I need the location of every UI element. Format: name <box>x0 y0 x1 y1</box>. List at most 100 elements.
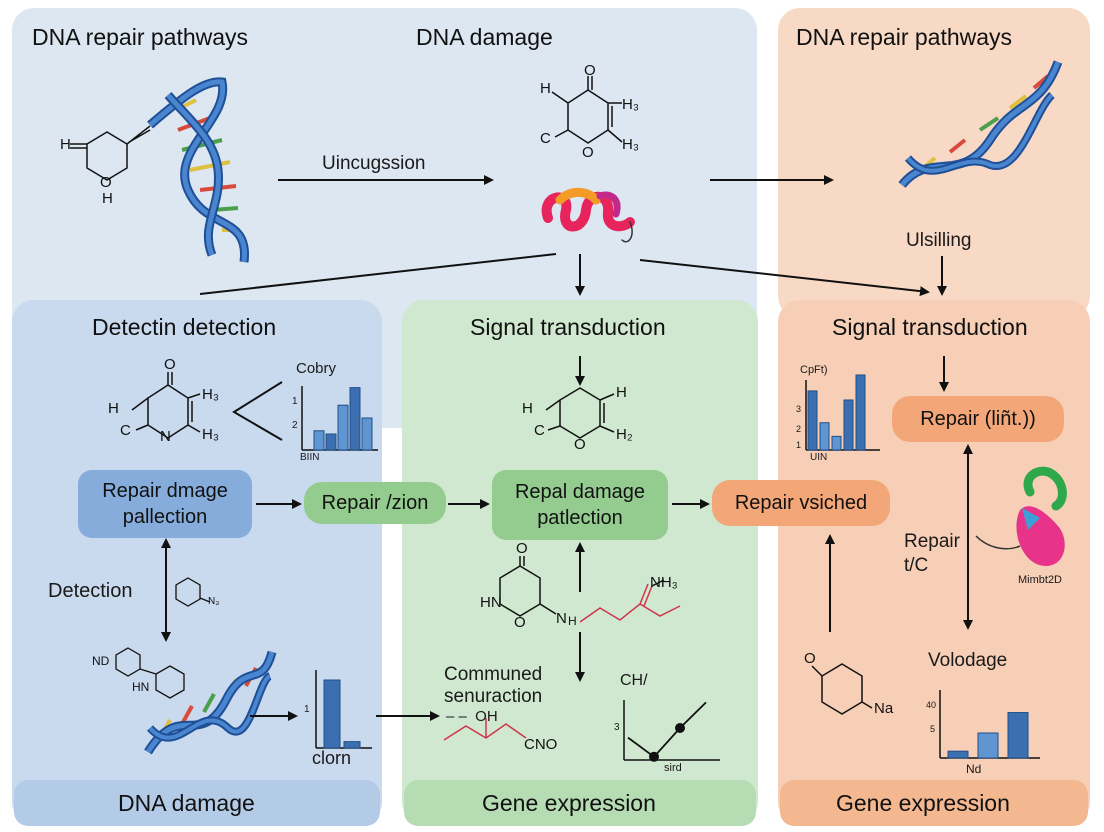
repair-damage-box[interactable]: Repair dmage pallection <box>78 470 252 538</box>
repair-zion-box[interactable]: Repair /zion <box>304 482 446 524</box>
mol5-hn: HN <box>480 594 502 611</box>
dna-helix-icon <box>147 77 249 263</box>
chart3-xlabel: UIN <box>810 452 828 463</box>
mol3-n: N <box>160 428 171 445</box>
chart3-tick-3: 3 <box>796 404 802 414</box>
mol2-o-ring: O <box>582 144 594 161</box>
cno-label: CNO <box>524 736 558 753</box>
footer-blue <box>14 780 380 826</box>
chart-bar <box>325 433 337 451</box>
line-point <box>675 723 685 733</box>
chart-bar <box>977 732 999 759</box>
right-arrows <box>825 356 973 632</box>
chevron-icon <box>232 381 283 441</box>
chart-clorn <box>315 670 372 749</box>
hexagon-molecule-3 <box>131 372 201 439</box>
mol6-na: Na <box>874 700 894 717</box>
chart3-tick-2: 2 <box>796 424 802 434</box>
chart2-label: clorn <box>312 748 352 768</box>
mol4-c: C <box>534 422 545 439</box>
chart-bar <box>947 750 969 759</box>
detection-label: Detection <box>48 580 133 602</box>
chart-bar <box>843 399 854 451</box>
mol4-h-right: H <box>616 384 627 401</box>
line-chart-tick: 3 <box>614 722 620 733</box>
repair-tc-label: Repair t/C <box>904 531 960 576</box>
nd-ring-icon <box>115 647 185 699</box>
chart1-tick-1: 1 <box>292 396 298 407</box>
chart-volodage <box>939 690 1040 759</box>
mol3-h3-bottom: H₃ <box>202 426 219 443</box>
detection-title: Detectin detection <box>92 314 277 340</box>
mol1-o: O <box>100 174 112 191</box>
chart-bar <box>337 404 349 451</box>
title-top-left: DNA repair pathways <box>32 24 249 50</box>
chart3-title: CpFt) <box>800 364 828 376</box>
mol3-o: O <box>164 356 176 373</box>
mol2-c: C <box>540 130 551 147</box>
hn-label: HN <box>132 680 150 694</box>
top-arrows <box>199 175 947 297</box>
mol3-c: C <box>120 422 131 439</box>
line-series <box>627 701 707 759</box>
enzyme-icon <box>975 466 1067 566</box>
mol4-o: O <box>574 436 586 453</box>
mol4-h: H <box>522 400 533 417</box>
repair-lint-box[interactable]: Repair (liñt.)) <box>892 396 1064 442</box>
chart4-tick-40: 40 <box>926 700 937 710</box>
red-chain-molecule-2 <box>443 718 527 741</box>
line-point <box>649 751 659 762</box>
title-top-right: DNA repair pathways <box>796 24 1013 50</box>
protein-ribbon-icon <box>541 188 635 243</box>
chart1-title: Cobry <box>296 360 337 377</box>
footer-gene-expression-2: Gene expression <box>836 790 1010 816</box>
red-chain-molecule <box>579 579 681 623</box>
small-mol-n3: N₃ <box>208 596 220 607</box>
mol5-h: H <box>568 614 577 628</box>
mol6-o: O <box>804 650 816 667</box>
mol5-o: O <box>516 540 528 557</box>
dna-helix-right-icon <box>898 60 1063 188</box>
detection-panel <box>12 300 382 824</box>
volodage-label: Volodage <box>928 650 1008 671</box>
chart-bar <box>323 679 341 749</box>
nd-label: ND <box>92 654 110 668</box>
chart1-xlabel: BIIN <box>300 452 320 463</box>
chart-bar <box>343 741 361 749</box>
signal-title-right: Signal transduction <box>832 314 1028 340</box>
chart1-tick-2: 2 <box>292 420 298 431</box>
dna-helix-bottom-icon <box>144 650 277 755</box>
mol2-h3-bottom: H₃ <box>622 136 639 153</box>
hexagon-molecule-1 <box>70 125 151 181</box>
signal-title: Signal transduction <box>470 314 666 340</box>
mol3-h: H <box>108 400 119 417</box>
mol3-h3-top: H₃ <box>202 386 219 403</box>
chart3-tick-1: 1 <box>796 440 802 450</box>
chart-bar <box>855 374 866 451</box>
footer-orange <box>780 780 1088 826</box>
title-top-center: DNA damage <box>416 24 553 50</box>
chart-bar <box>313 430 325 451</box>
chart-cpft <box>805 374 880 451</box>
chart-bar <box>831 435 842 451</box>
hexagon-molecule-2 <box>551 76 623 144</box>
mol5-nh3: NH₃ <box>650 574 678 591</box>
chart-bar <box>349 387 361 451</box>
line-chart-ylabel: CH/ <box>620 672 648 689</box>
chart-bar <box>819 422 830 451</box>
chart-bar <box>361 417 373 451</box>
hexagon-molecule-5 <box>499 556 557 617</box>
mol5-n: N <box>556 610 567 627</box>
chart4-tick-5: 5 <box>930 724 936 734</box>
mol2-o-top: O <box>584 62 596 79</box>
mol1-h-bottom: H <box>102 190 113 207</box>
footer-gene-expression-1: Gene expression <box>482 790 656 816</box>
footer-green <box>404 780 756 826</box>
arrow-label: Uincugssion <box>322 153 426 174</box>
repair-vsiched-box[interactable]: Repair vsiched <box>712 480 890 526</box>
hexagon-molecule-6 <box>811 663 873 715</box>
repair-damage-main-box[interactable]: Repal damage patlection <box>492 470 668 540</box>
chart2-tick: 1 <box>304 704 310 715</box>
